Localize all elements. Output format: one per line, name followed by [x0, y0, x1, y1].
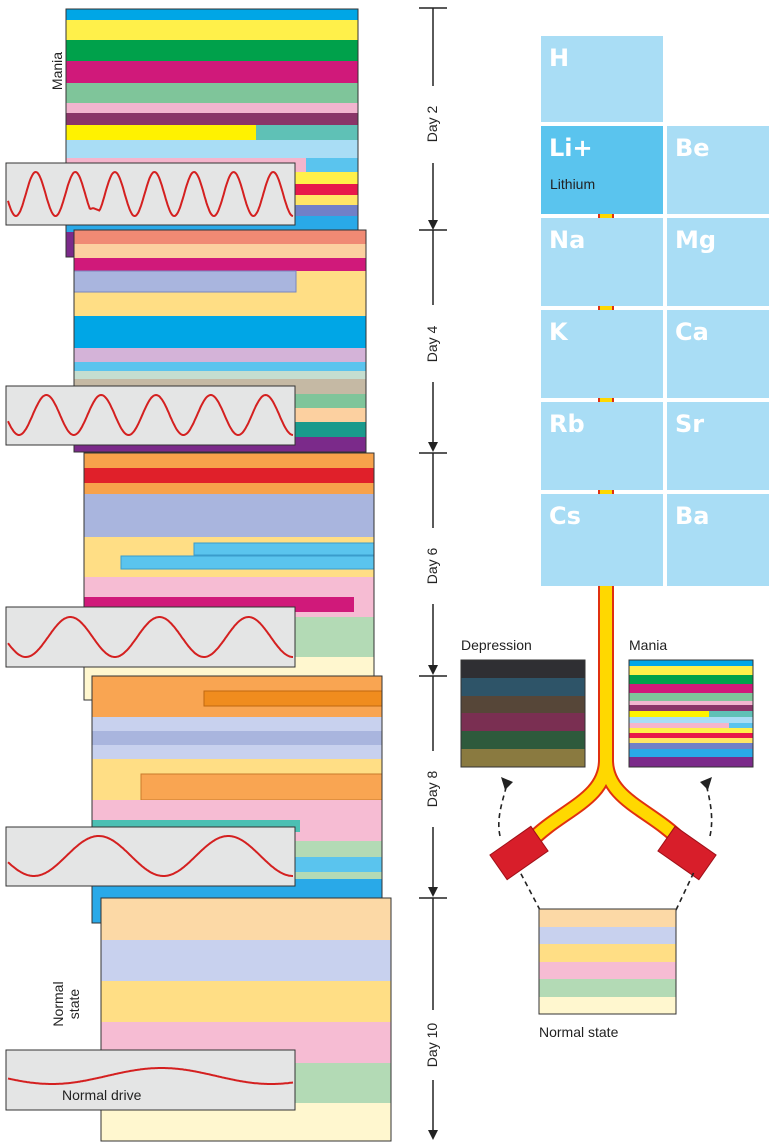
cell-symbol: H — [549, 44, 570, 72]
cell-cesium: Cs — [541, 494, 663, 586]
cell-symbol: Ca — [675, 318, 709, 346]
cell-symbol: Be — [675, 134, 710, 162]
normal-state-label: Normal state — [539, 1024, 619, 1040]
cell-magnesium: Mg — [667, 218, 769, 306]
left-valve — [489, 825, 549, 881]
cell-potassium: K — [541, 310, 663, 398]
mania-drive-wave — [7, 170, 294, 218]
arrowhead-right — [700, 777, 712, 790]
normal-small-stack — [538, 908, 677, 1015]
cell-symbol: Rb — [549, 410, 585, 438]
cell-calcium: Ca — [667, 310, 769, 398]
day-6-label: Day 6 — [424, 547, 440, 585]
cell-symbol: Ba — [675, 502, 710, 530]
cell-rubidium: Rb — [541, 402, 663, 490]
depression-label: Depression — [461, 637, 532, 653]
normal-drive-label: Normal drive — [62, 1087, 142, 1103]
cell-strontium: Sr — [667, 402, 769, 490]
cell-beryllium: Be — [667, 126, 769, 214]
timeline — [419, 7, 447, 1140]
cell-sodium: Na — [541, 218, 663, 306]
arrowhead-left — [501, 777, 513, 790]
right-valve — [657, 825, 717, 881]
cell-symbol: Mg — [675, 226, 717, 254]
mania-label: Mania — [629, 637, 668, 653]
day-2-label: Day 2 — [424, 105, 440, 143]
day-10-label: Day 10 — [424, 1022, 440, 1068]
depression-stack — [460, 659, 586, 768]
cell-symbol: Na — [549, 226, 586, 254]
wave-box-2 — [5, 385, 296, 446]
wave-box-1 — [5, 162, 296, 226]
cell-symbol: Li+ — [549, 134, 593, 162]
day-4-label: Day 4 — [424, 325, 440, 363]
drive-wave-day-4 — [7, 393, 294, 437]
wave-box-4 — [5, 826, 296, 887]
cell-hydrogen: H — [541, 36, 663, 122]
wave-box-5 — [5, 1049, 296, 1111]
cell-symbol: Sr — [675, 410, 705, 438]
drive-wave-day-6 — [7, 616, 293, 658]
mania-side-label: Mania — [49, 51, 65, 91]
day-8-label: Day 8 — [424, 770, 440, 808]
cell-lithium: Li+ Lithium — [541, 126, 663, 214]
normal-drive-wave — [7, 1067, 294, 1085]
cell-symbol: Cs — [549, 502, 581, 530]
cell-symbol: K — [549, 318, 568, 346]
mania-small-stack — [628, 659, 754, 768]
drive-wave-day-8 — [7, 835, 293, 877]
wave-box-3 — [5, 606, 296, 668]
cell-barium: Ba — [667, 494, 769, 586]
cell-element-name: Lithium — [550, 176, 596, 192]
normal-state-side-label: Normal state — [50, 981, 82, 1027]
